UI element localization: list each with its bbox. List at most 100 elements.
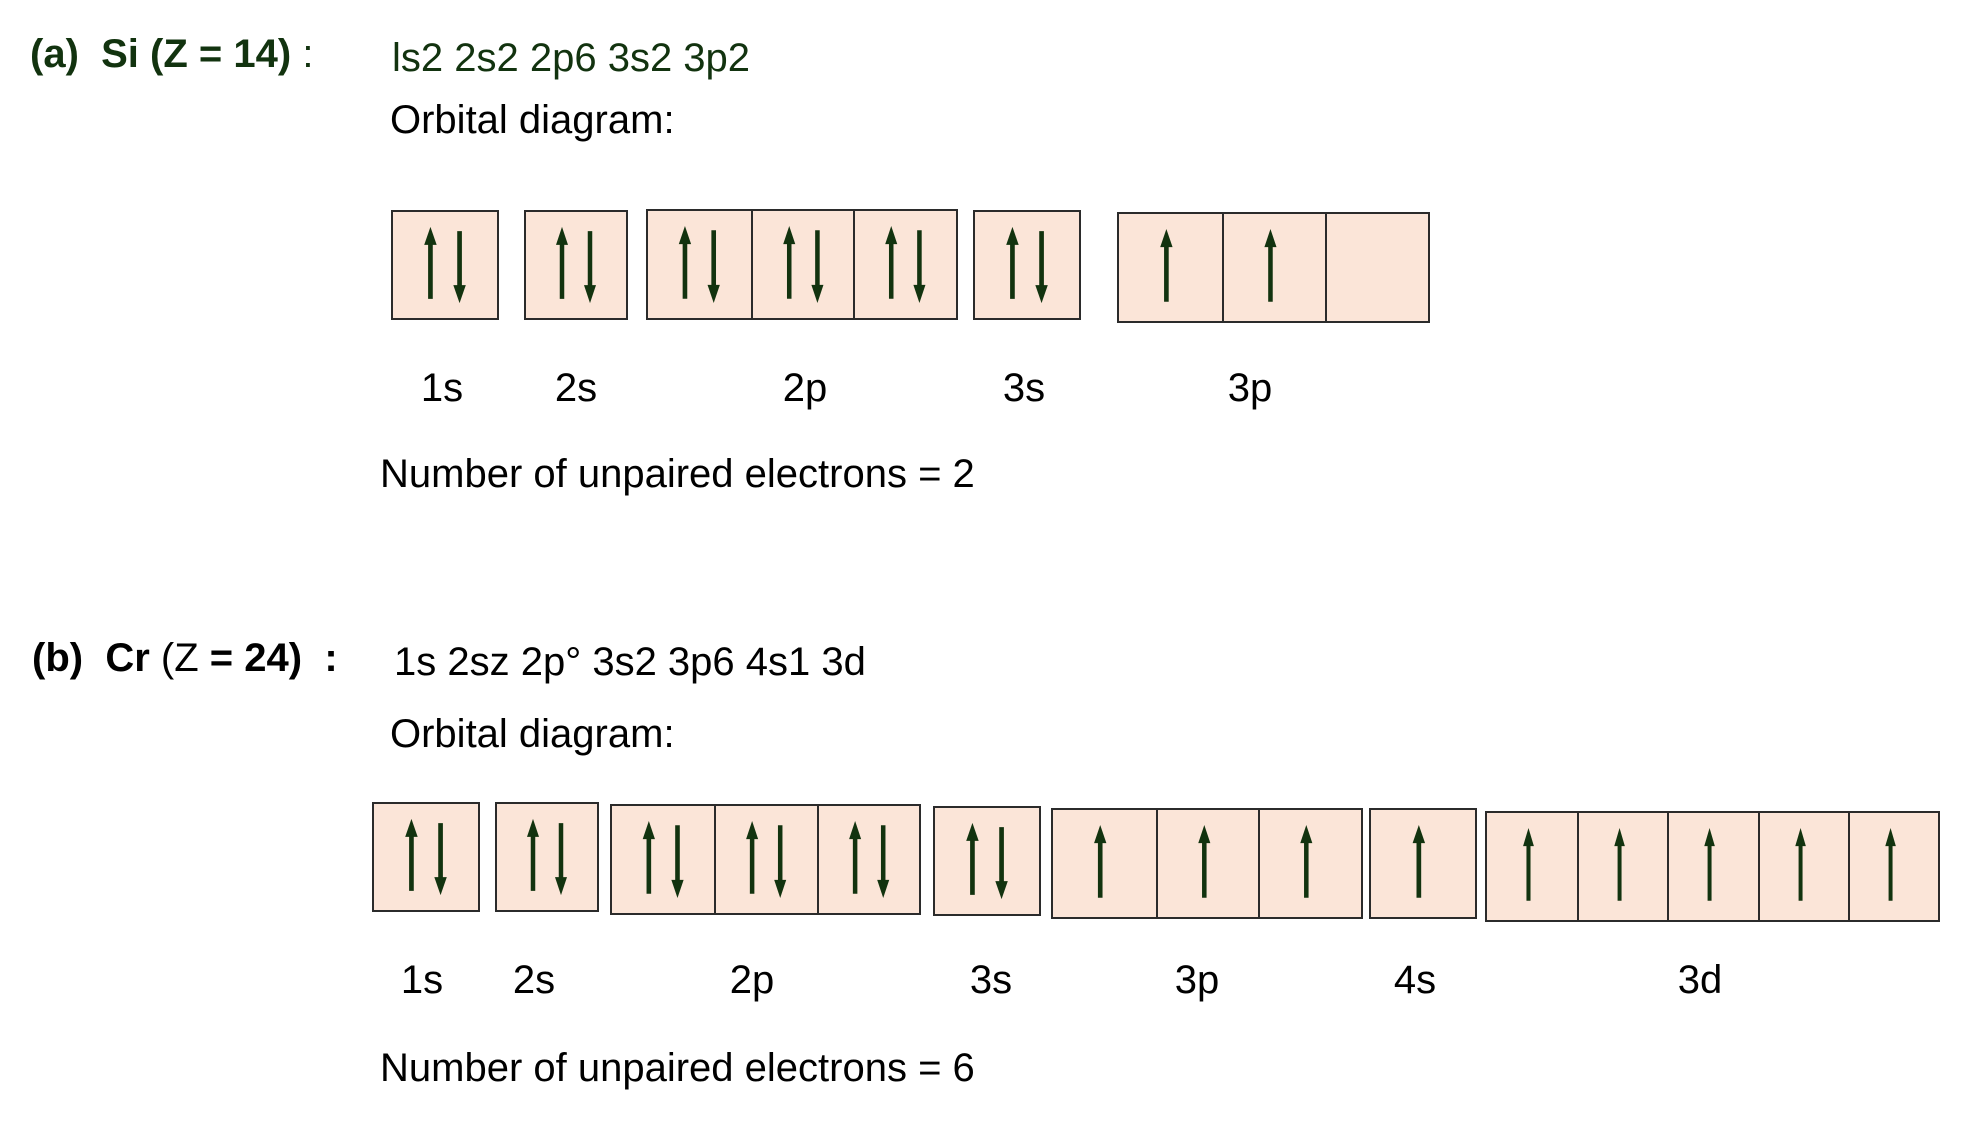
subshell-3d-boxes	[1485, 811, 1940, 922]
spin-up-arrow-icon	[678, 225, 692, 299]
subshell-label-2p: 2p	[782, 366, 828, 410]
part-a-configuration: ls2 2s2 2p6 3s2 3p2	[392, 36, 751, 80]
electron-arrows-up	[1300, 824, 1313, 898]
electron-arrows-up	[1264, 228, 1277, 302]
orbital-box	[975, 212, 1079, 318]
orbital-box	[1757, 813, 1848, 920]
spin-up-arrow-icon	[1614, 827, 1626, 901]
orbital-box	[612, 806, 714, 913]
spin-down-arrow-icon	[995, 827, 1008, 900]
part-b-configuration: 1s 2sz 2p° 3s2 3p6 4s1 3d	[394, 640, 866, 684]
subshell-3s-boxes	[973, 210, 1081, 320]
electron-arrows-up	[1197, 824, 1210, 898]
spin-down-arrow-icon	[1035, 231, 1048, 304]
spin-up-arrow-icon	[1264, 228, 1277, 302]
spin-up-arrow-icon	[1006, 226, 1019, 299]
spin-down-arrow-icon	[876, 825, 889, 899]
part-a-unpaired-count: Number of unpaired electrons = 2	[380, 452, 975, 496]
spin-up-arrow-icon	[1300, 824, 1313, 898]
subshell-label-3s: 3s	[1002, 366, 1046, 410]
spin-down-arrow-icon	[671, 825, 684, 899]
electron-arrows-pair	[556, 226, 596, 304]
part-a-element: Si	[101, 32, 139, 76]
spin-up-arrow-icon	[1523, 827, 1534, 901]
spin-up-arrow-icon	[966, 822, 979, 895]
subshell-3p-boxes	[1051, 808, 1363, 919]
spin-down-arrow-icon	[555, 823, 567, 896]
orbital-box	[1371, 810, 1475, 917]
spin-up-arrow-icon	[746, 820, 759, 894]
subshell-3p-boxes	[1117, 212, 1430, 323]
part-a-z: (Z = 14)	[150, 32, 292, 76]
subshell-2s-boxes	[495, 802, 599, 912]
subshell-label-3s: 3s	[969, 958, 1013, 1002]
part-a-label: (a) Si (Z = 14) :	[30, 32, 313, 77]
orbital-box	[1487, 813, 1577, 920]
orbital-box	[1577, 813, 1667, 920]
electron-arrows-pair	[642, 820, 684, 899]
part-b-label: (b) Cr (Z = 24) :	[32, 636, 338, 681]
part-b-unpaired-count: Number of unpaired electrons = 6	[380, 1046, 975, 1090]
spin-up-arrow-icon	[848, 820, 861, 894]
spin-up-arrow-icon	[527, 818, 539, 891]
part-a-prefix: (a)	[30, 32, 79, 76]
electron-arrows-pair	[405, 818, 447, 896]
spin-down-arrow-icon	[707, 230, 720, 304]
electron-arrows-pair	[527, 818, 567, 896]
spin-up-arrow-icon	[642, 820, 655, 894]
electron-arrows-up	[1794, 827, 1806, 901]
spin-up-arrow-icon	[556, 226, 568, 299]
subshell-label-1s: 1s	[400, 958, 444, 1002]
subshell-label-3d: 3d	[1677, 958, 1723, 1002]
electron-arrows-pair	[966, 822, 1008, 900]
orbital-box	[1155, 810, 1259, 917]
orbital-box	[816, 806, 919, 913]
spin-up-arrow-icon	[1094, 824, 1107, 898]
subshell-label-2s: 2s	[554, 366, 598, 410]
spin-up-arrow-icon	[424, 226, 437, 299]
orbital-box	[853, 211, 956, 318]
part-b-orbital-title: Orbital diagram:	[390, 712, 675, 756]
spin-down-arrow-icon	[913, 230, 926, 304]
electron-arrows-pair	[782, 225, 824, 304]
subshell-2s-boxes	[524, 210, 628, 320]
subshell-label-3p: 3p	[1174, 958, 1220, 1002]
electron-arrows-pair	[885, 225, 926, 304]
electron-arrows-up	[1160, 228, 1173, 302]
subshell-label-3p: 3p	[1227, 366, 1273, 410]
orbital-box	[1222, 214, 1325, 321]
spin-down-arrow-icon	[434, 823, 447, 896]
orbital-box	[1258, 810, 1361, 917]
electron-arrows-pair	[746, 820, 787, 899]
orbital-box	[1667, 813, 1757, 920]
spin-down-arrow-icon	[584, 231, 596, 304]
electron-arrows-up	[1885, 827, 1896, 901]
spin-up-arrow-icon	[1197, 824, 1210, 898]
part-b-z-value: = 24)	[209, 636, 303, 680]
orbital-box	[1053, 810, 1156, 917]
orbital-box	[935, 808, 1039, 914]
orbital-box	[1325, 214, 1428, 321]
spin-up-arrow-icon	[782, 225, 795, 299]
subshell-2p-boxes	[610, 804, 921, 915]
electron-arrows-pair	[848, 820, 889, 899]
electron-arrows-up	[1412, 824, 1426, 898]
part-b-colon: :	[324, 636, 338, 680]
spin-up-arrow-icon	[1412, 824, 1426, 898]
electron-arrows-up	[1094, 824, 1107, 898]
subshell-2p-boxes	[646, 209, 958, 320]
orbital-box	[526, 212, 626, 318]
subshell-label-4s: 4s	[1393, 958, 1437, 1002]
part-a-orbital-title: Orbital diagram:	[390, 98, 675, 142]
part-b-element: Cr	[105, 636, 150, 680]
electron-arrows-up	[1523, 827, 1534, 901]
orbital-box	[750, 211, 854, 318]
spin-down-arrow-icon	[811, 230, 824, 304]
electron-arrows-up	[1614, 827, 1626, 901]
electron-arrows-pair	[1006, 226, 1048, 304]
orbital-box	[714, 806, 816, 913]
spin-up-arrow-icon	[1885, 827, 1896, 901]
spin-up-arrow-icon	[885, 225, 898, 299]
part-a-colon: :	[302, 32, 314, 76]
subshell-4s-boxes	[1369, 808, 1477, 919]
